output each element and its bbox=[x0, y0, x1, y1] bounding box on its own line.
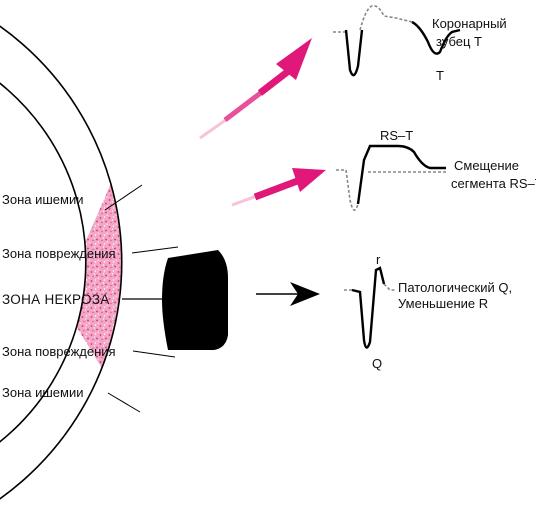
leader-injury-bottom bbox=[132, 350, 176, 358]
inner-wall-arc bbox=[0, 82, 87, 443]
arrow-mid-pink bbox=[231, 168, 326, 207]
leader-ischemia-bottom bbox=[107, 392, 141, 413]
zone-labels: Зона ишемии Зона повреждения ЗОНА НЕКРОЗ… bbox=[2, 184, 179, 413]
leader-injury-top bbox=[131, 246, 179, 254]
arrow-black bbox=[256, 282, 320, 306]
arrows bbox=[199, 38, 326, 306]
ecg-st-label-2: сегмента RS–T bbox=[451, 176, 536, 191]
ecg-st-label-1: Смещение bbox=[454, 158, 519, 173]
ecg-q-label-2: Уменьшение R bbox=[398, 296, 488, 311]
ecg-st-shift: RS–T Смещение сегмента RS–T bbox=[336, 128, 536, 211]
ecg-pathologic-q: r Q Патологический Q, Уменьшение R bbox=[344, 252, 512, 371]
label-ischemia-bottom: Зона ишемии bbox=[2, 385, 84, 400]
ecg-coronary-t-wave bbox=[344, 20, 461, 77]
heart-wall bbox=[0, 25, 228, 500]
label-injury-top: Зона повреждения bbox=[2, 246, 116, 261]
ecg-q-label: Q bbox=[372, 356, 382, 371]
label-ischemia-top: Зона ишемии bbox=[2, 192, 84, 207]
ecg-r-label: r bbox=[376, 252, 381, 267]
ecg-coronary-t: Коронарный зубец Т Т bbox=[333, 4, 507, 83]
ecg-q-baseline-dashed bbox=[344, 283, 396, 291]
ecg-coronary-t-label-1: Коронарный bbox=[432, 16, 507, 31]
ecg-q-label-1: Патологический Q, bbox=[398, 280, 512, 295]
necrosis-zone bbox=[162, 250, 228, 350]
ecg-t-wave-label: Т bbox=[436, 68, 444, 83]
ecg-coronary-t-label-2: зубец Т bbox=[436, 34, 482, 49]
ecg-st-baseline-dashed bbox=[336, 169, 446, 173]
arrow-top-pink bbox=[199, 38, 312, 140]
label-necrosis: ЗОНА НЕКРОЗА bbox=[2, 292, 110, 307]
ecg-st-segment-label: RS–T bbox=[380, 128, 413, 143]
ecg-coronary-t-baseline-dashed bbox=[333, 4, 413, 33]
leader-ischemia-top bbox=[104, 184, 143, 211]
ecg-st-dashed-dip bbox=[345, 169, 359, 211]
ecg-q-wave bbox=[351, 266, 386, 349]
ecg-st-wave bbox=[356, 144, 446, 205]
outer-wall-arc bbox=[0, 25, 123, 500]
label-injury-bottom: Зона повреждения bbox=[2, 344, 116, 359]
